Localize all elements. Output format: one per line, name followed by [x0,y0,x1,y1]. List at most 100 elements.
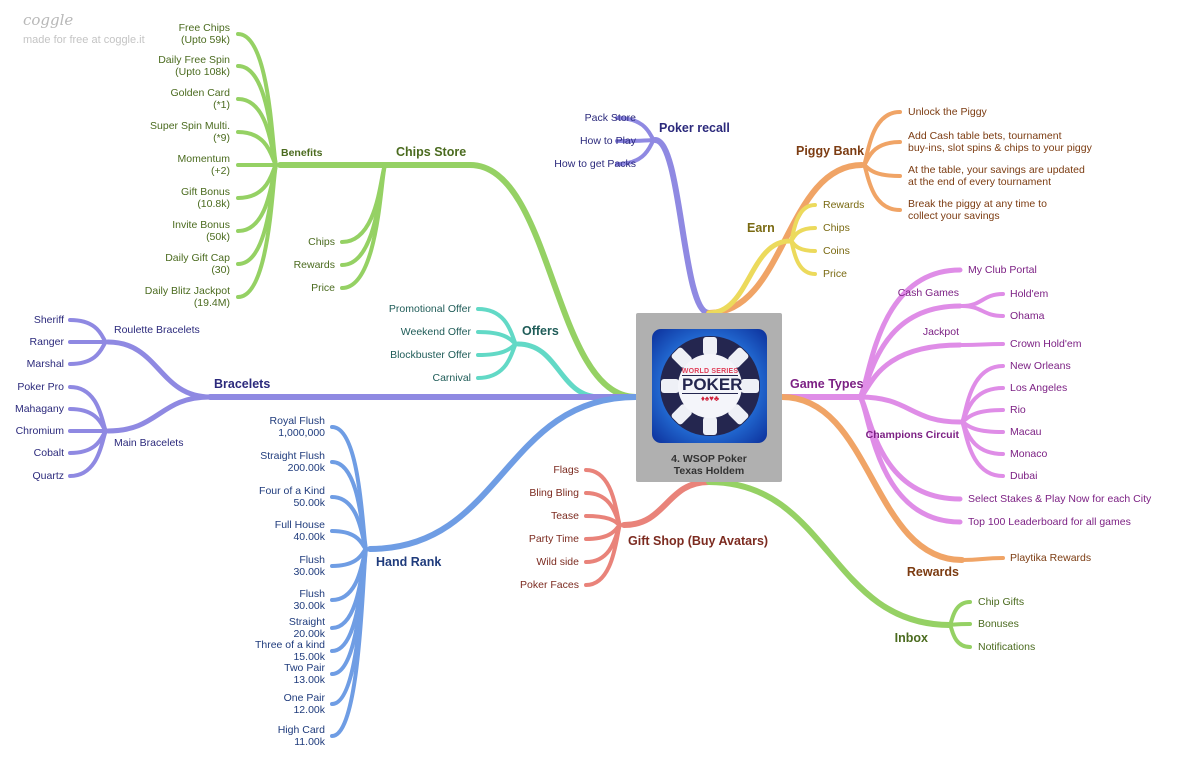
city-item[interactable]: New Orleans [1010,360,1071,372]
my-club-portal-item[interactable]: My Club Portal [968,264,1037,276]
hand-rank-node[interactable]: Hand Rank [376,555,442,569]
city-item[interactable]: Macau [1010,426,1042,438]
hand-rank-item[interactable]: Straight 20.00k [288,616,325,640]
offer-item[interactable]: Promotional Offer [388,303,471,315]
offers-node[interactable]: Offers [522,324,559,338]
hand-rank-item[interactable]: Three of a kind 15.00k [254,639,325,663]
gift-shop-item[interactable]: Poker Faces [520,579,579,591]
gift-shop-node[interactable]: Gift Shop (Buy Avatars) [628,534,769,548]
benefit-item[interactable]: Daily Free Spin (Upto 108k) [158,54,230,78]
central-node[interactable]: WORLD SERIES POKER ♦♠♥♣ 4. WSOP Poker Te… [636,313,782,482]
city-item[interactable]: Monaco [1010,448,1048,460]
benefits-node[interactable]: Benefits [281,147,323,159]
inbox-item-connector [948,600,972,627]
hand-rank-item[interactable]: High Card 11.00k [277,724,325,748]
earn-node[interactable]: Earn [747,221,775,235]
benefit-item[interactable]: Invite Bonus (50k) [172,219,230,243]
main-bracelet-item[interactable]: Quartz [32,470,64,482]
inbox-item[interactable]: Chip Gifts [978,596,1025,608]
main-bracelet-item[interactable]: Poker Pro [17,381,64,393]
inbox-branch [706,479,953,628]
game-types-node[interactable]: Game Types [790,377,864,391]
roulette-bracelet-item[interactable]: Sheriff [33,314,64,326]
coggle-tagline[interactable]: made for free at coggle.it [23,34,145,46]
benefit-item[interactable]: Daily Gift Cap (30) [165,252,230,276]
earn-item[interactable]: Chips [823,222,850,234]
benefit-item[interactable]: Free Chips (Upto 59k) [178,22,230,46]
rewards-node[interactable]: Rewards [906,565,959,579]
offer-item[interactable]: Weekend Offer [400,326,471,338]
roulette-bracelets-node[interactable]: Roulette Bracelets [114,324,200,336]
hand-rank-item[interactable]: Two Pair 13.00k [284,662,325,686]
poker-recall-item[interactable]: How to Play [579,135,636,147]
cash-game-item[interactable]: Ohama [1010,310,1045,322]
city-item[interactable]: Dubai [1010,470,1038,482]
piggy-bank-item[interactable]: Break the piggy at any time to collect y… [908,198,1047,222]
hand-rank-item[interactable]: Royal Flush 1,000,000 [269,415,325,439]
logo-world-series: WORLD SERIES [681,368,739,375]
cash-games-node[interactable]: Cash Games [897,287,959,299]
inbox-item[interactable]: Notifications [978,641,1036,653]
select-stakes-item[interactable]: Select Stakes & Play Now for each City [968,493,1152,505]
champions-circuit-node[interactable]: Champions Circuit [865,429,959,441]
benefit-item[interactable]: Golden Card (*1) [170,87,230,111]
piggy-bank-item[interactable]: At the table, your savings are updated a… [908,164,1085,188]
main-bracelet-item[interactable]: Cobalt [33,447,64,459]
cash-game-item[interactable]: Hold'em [1010,288,1049,300]
jackpot-item-connector [960,342,1005,347]
gift-shop-item[interactable]: Wild side [536,556,579,568]
earn-item[interactable]: Price [823,268,847,280]
jackpot-branch [857,342,963,400]
piggy-bank-item[interactable]: Add Cash table bets, tournament buy-ins,… [908,130,1092,154]
chips-store-item[interactable]: Chips [308,236,335,248]
hand-rank-item[interactable]: Four of a Kind 50.00k [259,485,325,509]
top100-leaderboard-item[interactable]: Top 100 Leaderboard for all games [968,516,1131,528]
hand-rank-item[interactable]: Straight Flush 200.00k [260,450,325,474]
gift-shop-item[interactable]: Party Time [528,533,579,545]
city-item[interactable]: Rio [1010,404,1026,416]
main-bracelets-node[interactable]: Main Bracelets [114,437,184,449]
coggle-logo[interactable]: coggle [23,11,74,29]
piggy-bank-item[interactable]: Unlock the Piggy [908,106,987,118]
hand-rank-item[interactable]: Flush 30.00k [293,554,325,578]
gift-shop-item[interactable]: Bling Bling [529,487,579,499]
gift-shop-item[interactable]: Flags [553,464,579,476]
main-bracelet-item[interactable]: Mahagany [14,403,64,415]
poker-recall-node[interactable]: Poker recall [659,121,730,135]
benefit-item[interactable]: Momentum (+2) [177,153,230,177]
chips-store-item-connector [340,163,387,290]
rewards-branch [779,394,965,563]
inbox-node[interactable]: Inbox [894,631,928,645]
chips-store-item[interactable]: Price [311,282,335,294]
hand-rank-item[interactable]: Full House 40.00k [274,519,325,543]
main-bracelet-item[interactable]: Chromium [15,425,64,437]
benefit-item[interactable]: Gift Bonus (10.8k) [180,186,230,210]
roulette-bracelet-item[interactable]: Ranger [29,336,64,348]
earn-branch [706,238,793,316]
piggy-bank-node[interactable]: Piggy Bank [796,144,865,158]
cash-game-item-connector [960,292,1005,308]
city-item[interactable]: Los Angeles [1010,382,1068,394]
chips-store-item[interactable]: Rewards [293,259,335,271]
benefit-item[interactable]: Daily Blitz Jackpot (19.4M) [144,285,230,309]
roulette-bracelet-item[interactable]: Marshal [26,358,64,370]
poker-recall-item[interactable]: Pack Store [584,112,636,124]
jackpot-node[interactable]: Jackpot [922,326,959,338]
earn-item[interactable]: Coins [823,245,850,257]
gift-shop-item[interactable]: Tease [550,510,579,522]
poker-recall-item[interactable]: How to get Packs [554,158,636,170]
offer-item[interactable]: Carnival [432,372,471,384]
rewards-item[interactable]: Playtika Rewards [1010,552,1092,564]
offer-item[interactable]: Blockbuster Offer [390,349,471,361]
benefit-item[interactable]: Super Spin Multi. (*9) [150,120,230,144]
chips-store-node[interactable]: Chips Store [396,145,467,159]
hand-rank-item[interactable]: Flush 30.00k [293,588,325,612]
main-bracelet-item-connector [68,429,108,478]
earn-item[interactable]: Rewards [823,199,865,211]
bracelets-node[interactable]: Bracelets [214,377,271,391]
inbox-item[interactable]: Bonuses [978,618,1019,630]
jackpot-item[interactable]: Crown Hold'em [1010,338,1082,350]
hand-rank-item[interactable]: One Pair 12.00k [283,692,325,716]
